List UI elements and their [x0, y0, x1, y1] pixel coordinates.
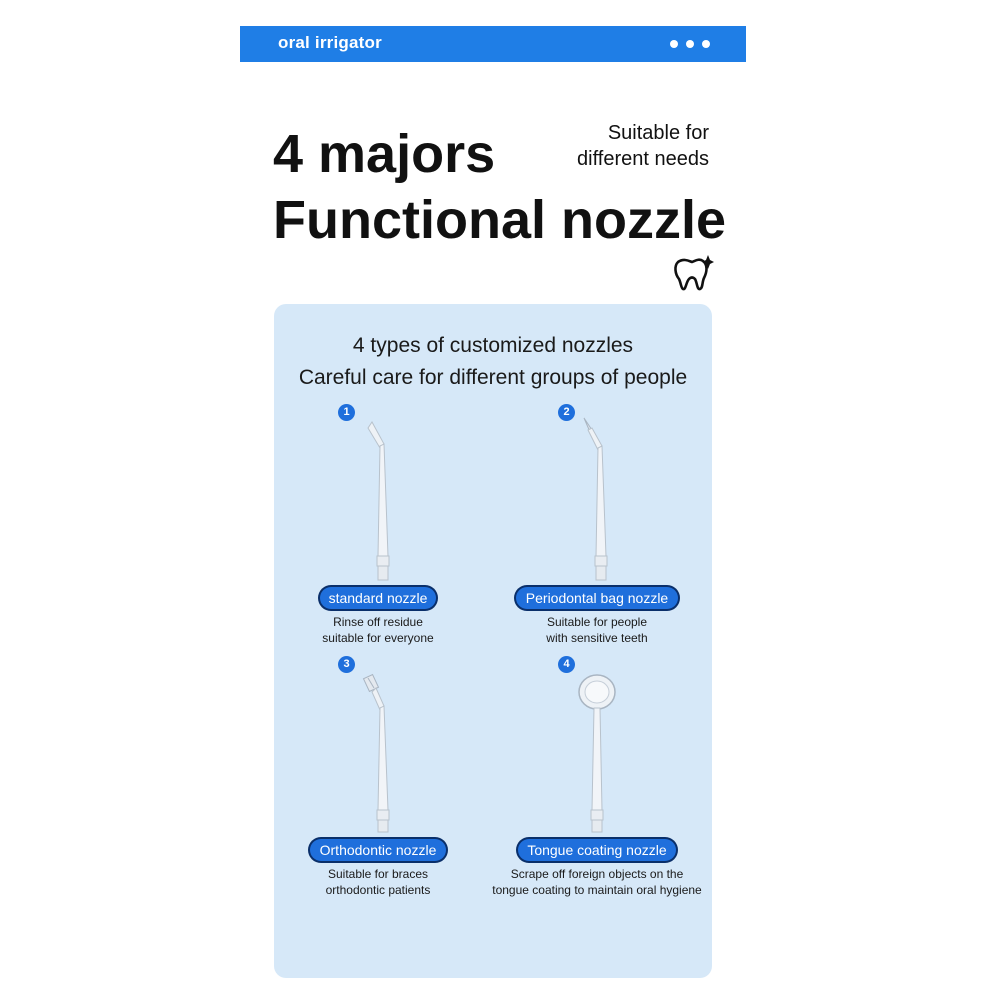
header-bar: oral irrigator — [240, 26, 746, 62]
desc-line: Scrape off foreign objects on the — [510, 867, 684, 881]
periodontal-nozzle-label: Periodontal bag nozzle — [516, 587, 678, 609]
standard-nozzle-label: standard nozzle — [320, 587, 436, 609]
desc-line: with sensitive teeth — [546, 631, 648, 645]
headline-line-1: 4 majors — [273, 124, 496, 184]
desc-line: orthodontic patients — [325, 883, 431, 897]
dot — [670, 40, 678, 48]
desc-line: tongue coating to maintain oral hygiene — [492, 883, 702, 897]
orthodontic-nozzle-label: Orthodontic nozzle — [310, 839, 446, 861]
standard-nozzle-image — [367, 421, 390, 581]
app-title: oral irrigator — [278, 33, 382, 52]
tongue-coating-nozzle-image — [578, 674, 616, 833]
standard-nozzle-desc: Rinse off residue suitable for everyone — [278, 614, 478, 646]
headline-line-2: Functional nozzle — [273, 190, 726, 250]
nozzle-panel: 4 types of customized nozzles Careful ca… — [274, 304, 712, 978]
desc-line: suitable for everyone — [322, 631, 434, 645]
panel-subtitle-1: 4 types of customized nozzles — [352, 334, 634, 357]
tooth-sparkle-icon — [674, 255, 714, 291]
more-dots-icon[interactable] — [670, 34, 710, 54]
tagline-line-2: different needs — [577, 148, 709, 170]
periodontal-nozzle-desc: Suitable for people with sensitive teeth — [497, 614, 697, 646]
nozzle-number-badge: 1 — [338, 404, 355, 421]
desc-line: Rinse off residue — [333, 615, 423, 629]
tongue-coating-nozzle-desc: Scrape off foreign objects on the tongue… — [477, 866, 717, 898]
nozzle-number-badge: 2 — [558, 404, 575, 421]
desc-line: Suitable for braces — [327, 867, 429, 881]
nozzle-number-badge: 3 — [338, 656, 355, 673]
tongue-coating-nozzle-label: Tongue coating nozzle — [518, 839, 676, 861]
tagline: Suitable for different needs — [577, 120, 709, 172]
periodontal-nozzle-image — [583, 417, 608, 581]
orthodontic-nozzle-image — [362, 673, 390, 833]
orthodontic-nozzle-desc: Suitable for braces orthodontic patients — [278, 866, 478, 898]
tagline-line-1: Suitable for — [607, 122, 709, 144]
dot — [702, 40, 710, 48]
dot — [686, 40, 694, 48]
panel-subtitle-2: Careful care for different groups of peo… — [298, 366, 688, 389]
nozzle-number-badge: 4 — [558, 656, 575, 673]
desc-line: Suitable for people — [546, 615, 648, 629]
